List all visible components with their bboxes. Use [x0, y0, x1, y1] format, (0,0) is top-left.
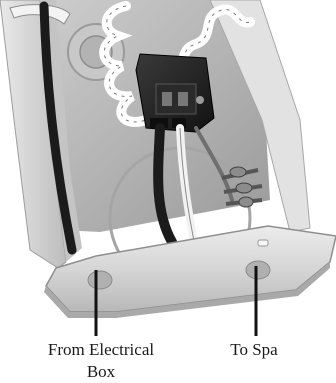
- to-spa-label: To Spa: [206, 339, 302, 361]
- right-conduit-hole: [246, 261, 270, 279]
- bottom-conduit-plate: [46, 226, 336, 312]
- from-electrical-label-line1: From Electrical: [28, 339, 174, 361]
- from-electrical-box-label: From Electrical Box: [28, 339, 174, 383]
- from-electrical-label-line2: Box: [28, 361, 174, 383]
- junction-box: [0, 0, 336, 318]
- left-conduit-hole: [88, 271, 112, 289]
- plate-screw: [258, 240, 268, 246]
- terminal-block: [136, 54, 214, 132]
